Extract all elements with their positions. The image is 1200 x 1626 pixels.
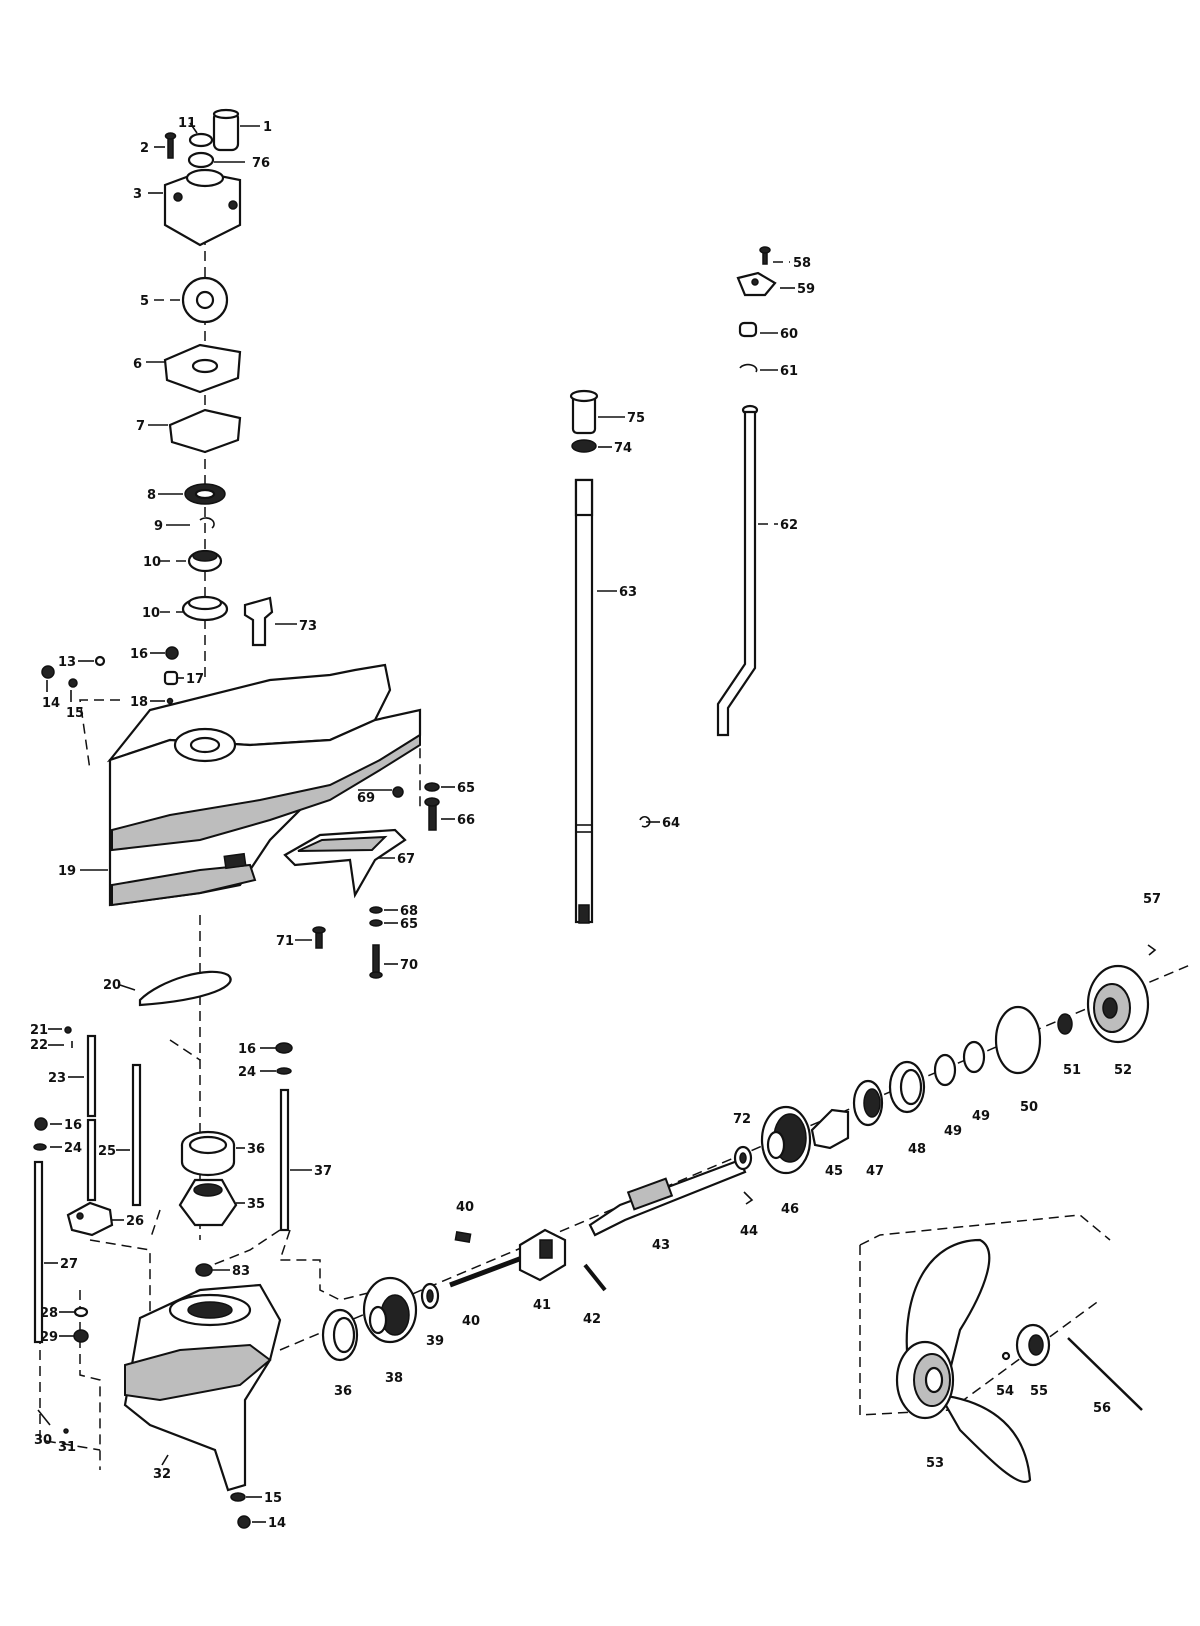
callout-69: 69: [357, 791, 375, 806]
callout-83: 83: [232, 1264, 250, 1279]
callout-36-lower: 36: [334, 1384, 352, 1399]
callout-75: 75: [627, 411, 645, 426]
callout-46: 46: [781, 1202, 799, 1217]
propeller-assembly: [895, 1238, 1143, 1483]
upper-fasteners: [283, 782, 455, 979]
callout-64: 64: [662, 816, 680, 831]
callout-58: 58: [793, 256, 811, 271]
callout-32: 32: [153, 1467, 171, 1482]
callout-25: 25: [98, 1144, 116, 1159]
callout-65-lower: 65: [400, 917, 418, 932]
callout-8: 8: [147, 488, 156, 503]
propshaft-gear-train: [321, 944, 1157, 1362]
callout-54: 54: [996, 1384, 1014, 1399]
callout-44: 44: [740, 1224, 758, 1239]
callout-27: 27: [60, 1257, 78, 1272]
callout-62: 62: [780, 518, 798, 533]
callout-19: 19: [58, 864, 76, 879]
callout-43: 43: [652, 1238, 670, 1253]
callout-28: 28: [40, 1306, 58, 1321]
callout-71: 71: [276, 934, 294, 949]
callout-74: 74: [614, 441, 632, 456]
callout-40-clip: 40: [456, 1200, 474, 1215]
callout-49-a: 49: [944, 1124, 962, 1139]
callout-10-bearing: 10: [143, 555, 161, 570]
callout-24-left: 24: [64, 1141, 82, 1156]
callout-70: 70: [400, 958, 418, 973]
callout-14-lower: 14: [268, 1516, 286, 1531]
callout-30: 30: [34, 1433, 52, 1448]
callout-52: 52: [1114, 1063, 1132, 1078]
callout-39: 39: [426, 1334, 444, 1349]
callout-16-left: 16: [64, 1118, 82, 1133]
callout-2: 2: [140, 141, 149, 156]
callout-9: 9: [154, 519, 163, 534]
callout-15-upper: 15: [66, 706, 84, 721]
callout-76: 76: [252, 156, 270, 171]
callout-37: 37: [314, 1164, 332, 1179]
callout-29: 29: [40, 1330, 58, 1345]
callout-60: 60: [780, 327, 798, 342]
callout-35: 35: [247, 1197, 265, 1212]
callout-31: 31: [58, 1440, 76, 1455]
callout-18: 18: [130, 695, 148, 710]
callout-20: 20: [103, 978, 121, 993]
callout-42: 42: [583, 1312, 601, 1327]
callout-55: 55: [1030, 1384, 1048, 1399]
callout-14-upper: 14: [42, 696, 60, 711]
callout-47: 47: [866, 1164, 884, 1179]
callout-66: 66: [457, 813, 475, 828]
callout-63: 63: [619, 585, 637, 600]
callout-3: 3: [133, 187, 142, 202]
callout-labels: 1 2 11 76 3 5 6 7 8 9 10 10 73 16 17 18 …: [30, 116, 1161, 1531]
callout-21: 21: [30, 1023, 48, 1038]
callout-22: 22: [30, 1038, 48, 1053]
callout-57: 57: [1143, 892, 1161, 907]
callout-49-b: 49: [972, 1109, 990, 1124]
callout-72: 72: [733, 1112, 751, 1127]
callout-68: 68: [400, 904, 418, 919]
callout-23: 23: [48, 1071, 66, 1086]
callout-26: 26: [126, 1214, 144, 1229]
callout-50: 50: [1020, 1100, 1038, 1115]
callout-17: 17: [186, 672, 204, 687]
callout-15-lower: 15: [264, 1491, 282, 1506]
lower-gearcase: [123, 1130, 282, 1529]
vertical-shaft-parts: [569, 246, 795, 924]
callout-7: 7: [136, 419, 145, 434]
callout-45: 45: [825, 1164, 843, 1179]
callout-6: 6: [133, 357, 142, 372]
gearcase-seal: [119, 970, 232, 1007]
callout-13: 13: [58, 655, 76, 670]
callout-11: 11: [178, 116, 196, 131]
callout-24-right: 24: [238, 1065, 256, 1080]
callout-16-upper: 16: [130, 647, 148, 662]
callout-65-upper: 65: [457, 781, 475, 796]
callout-59: 59: [797, 282, 815, 297]
callout-5: 5: [140, 294, 149, 309]
callout-1: 1: [263, 120, 272, 135]
callout-67: 67: [397, 852, 415, 867]
callout-38: 38: [385, 1371, 403, 1386]
callout-73: 73: [299, 619, 317, 634]
studs-and-pins: [33, 1026, 312, 1434]
callout-53: 53: [926, 1456, 944, 1471]
callout-61: 61: [780, 364, 798, 379]
callout-56: 56: [1093, 1401, 1111, 1416]
callout-10-cup: 10: [142, 606, 160, 621]
upper-gearcase: [80, 663, 422, 907]
callout-51: 51: [1063, 1063, 1081, 1078]
callout-16-right: 16: [238, 1042, 256, 1057]
water-pump-parts: [41, 108, 297, 705]
callout-40-plunger: 40: [462, 1314, 480, 1329]
callout-41: 41: [533, 1298, 551, 1313]
callout-36-upper: 36: [247, 1142, 265, 1157]
callout-48: 48: [908, 1142, 926, 1157]
